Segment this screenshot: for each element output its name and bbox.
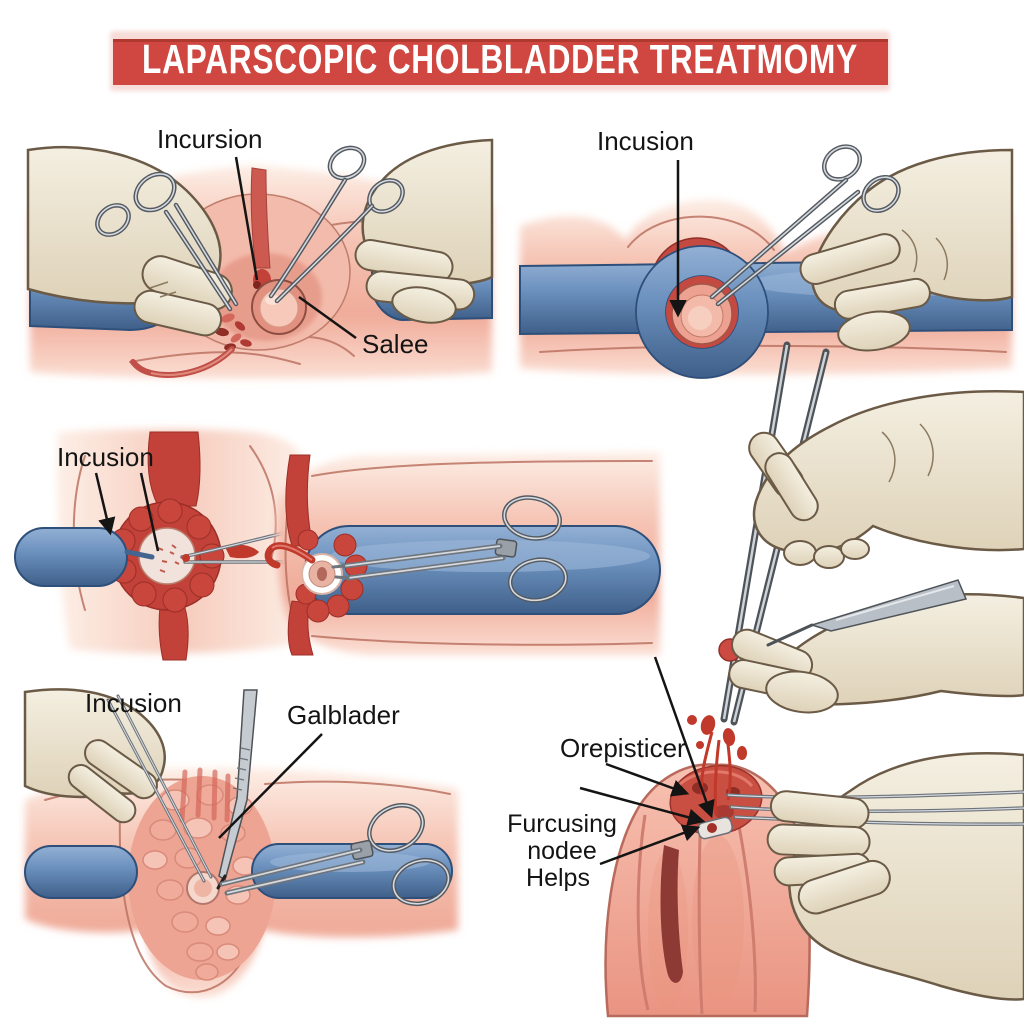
organ-folds — [636, 814, 757, 1015]
hemostat-forceps — [95, 171, 239, 312]
banner-background — [113, 39, 888, 85]
blue-vessel-left — [24, 845, 138, 899]
label-incusion: Incusion — [85, 688, 182, 718]
pulled-vessel-end — [225, 544, 259, 559]
leader-arrow — [605, 762, 690, 797]
label-furcusing-line3: Helps — [526, 864, 590, 892]
hemostat-forceps — [331, 495, 569, 603]
gloved-hand-lower — [728, 579, 1024, 714]
leader-line — [298, 295, 357, 340]
label-orepisticer: Orepisticer — [560, 733, 686, 763]
label-galblader: Galblader — [287, 700, 400, 730]
duct-stump-lobes — [295, 529, 368, 623]
fine-forceps — [106, 694, 213, 883]
scalpel — [216, 689, 258, 890]
artery — [250, 167, 271, 269]
leader-arrow — [94, 472, 116, 536]
leader-line — [218, 733, 323, 839]
title-banner: LAPARSCOPIC CHOLBLADDER TREATMOMY — [110, 31, 890, 91]
label-furcusing-line2: nodee — [527, 837, 597, 865]
artery-lower — [158, 605, 189, 661]
panel-gallbladder-dissection: Incusion Galblader — [23, 688, 458, 998]
blue-vessel — [14, 527, 128, 587]
panel-vessel-loop: Incusion — [519, 126, 1014, 379]
leader-arrow — [599, 824, 701, 866]
label-incusion: Incusion — [57, 442, 154, 472]
hemostat-forceps — [219, 803, 451, 907]
artery-upper — [147, 431, 201, 507]
gloved-hand-right — [354, 138, 494, 324]
page-title: LAPARSCOPIC CHOLBLADDER TREATMOMY — [142, 36, 858, 82]
banner-top-edge — [113, 39, 888, 42]
gloved-hand — [799, 148, 1014, 352]
label-incursion: Incursion — [157, 124, 263, 154]
forceps — [709, 144, 901, 307]
label-incusion: Incusion — [597, 126, 694, 156]
grasping-forceps — [726, 790, 1024, 826]
long-annotation-arrow — [653, 656, 715, 819]
label-furcusing-line1: Furcusing — [507, 810, 617, 838]
leader-line — [139, 472, 160, 552]
panel-duct-clamp — [264, 452, 661, 656]
organ-crevice — [660, 845, 683, 983]
leader-arrow — [579, 786, 706, 826]
gloved-hand-right-lower — [726, 752, 1024, 1001]
panel-ligature-tying: Orepisticer Furcusing nodee Helps — [507, 341, 1024, 1018]
scissors — [268, 145, 405, 304]
leader-line — [234, 156, 259, 281]
opening-speckles — [157, 544, 180, 573]
panel-incision-overview: Incursion Salee — [26, 124, 494, 379]
gloved-hand-upper — [748, 389, 1024, 569]
panel-duct-ring: Incusion — [14, 429, 324, 661]
label-salee: Salee — [362, 329, 429, 359]
